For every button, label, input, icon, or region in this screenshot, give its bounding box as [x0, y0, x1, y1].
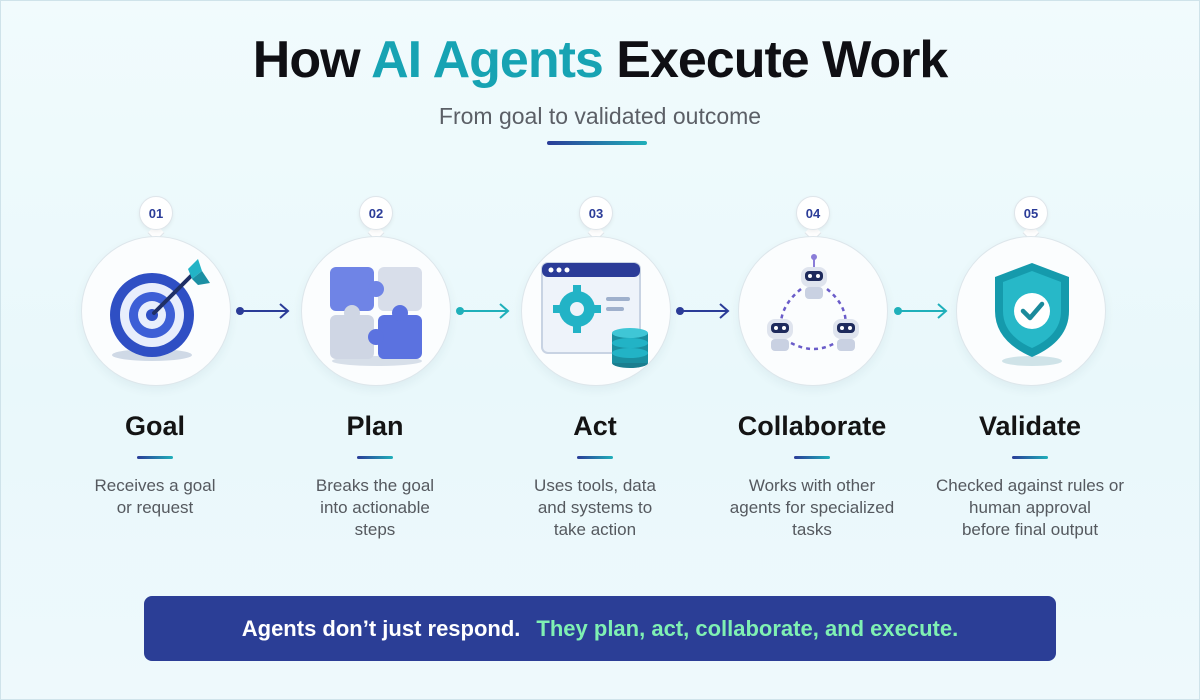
flow-arrow-icon: [236, 303, 290, 319]
desc-line: tasks: [792, 520, 832, 539]
step-title: Collaborate: [737, 411, 887, 441]
robots-network-icon: [767, 254, 859, 351]
desc-line: Breaks the goal: [315, 476, 435, 495]
desc-line: Works with other: [748, 476, 876, 495]
flow-arrow-icon: [676, 303, 730, 319]
title-underline: [547, 141, 647, 145]
step-description: Works with other agents for specialized …: [702, 475, 922, 541]
desc-line: or request: [116, 498, 194, 517]
step-goal: 01 Goal Receives a goal or request: [45, 0, 265, 560]
robot-left: [767, 319, 793, 351]
puzzle-icon: [330, 267, 422, 366]
step-title: Goal: [124, 411, 185, 441]
step-number-badge: 01: [139, 196, 173, 230]
step-description: Uses tools, data and systems to take act…: [485, 475, 705, 541]
step-underline: [577, 456, 613, 459]
step-plan: 02 Plan Breaks the goal into actionable …: [265, 0, 485, 560]
step-icon-circle: [521, 236, 671, 386]
step-underline: [137, 456, 173, 459]
step-description: Receives a goal or request: [45, 475, 265, 519]
step-description: Breaks the goal into actionable steps: [265, 475, 485, 541]
desc-line: agents for specialized: [729, 498, 895, 517]
desc-line: Checked against rules or: [935, 476, 1125, 495]
step-description: Checked against rules or human approval …: [920, 475, 1140, 541]
step-underline: [794, 456, 830, 459]
summary-banner: Agents don’t just respond. They plan, ac…: [144, 596, 1056, 661]
robot-right: [833, 319, 859, 351]
step-act: 03 Act Uses tools, data and systems to: [485, 0, 705, 560]
step-number-badge: 04: [796, 196, 830, 230]
step-title: Act: [573, 411, 617, 441]
title-prefix: How: [252, 31, 361, 89]
title-accent: AI Agents: [371, 31, 604, 89]
flow-arrow-icon: [894, 303, 948, 319]
step-icon-circle: [956, 236, 1106, 386]
desc-line: before final output: [961, 520, 1099, 539]
step-title: Validate: [978, 411, 1082, 441]
robot-top: [801, 254, 827, 299]
desc-line: into actionable: [320, 498, 430, 517]
desc-line: Receives a goal: [94, 476, 216, 495]
tools-gear-database-icon: [541, 262, 648, 368]
desc-line: human approval: [969, 498, 1091, 517]
step-validate: 05 Validate Checked against rules or hum…: [920, 0, 1140, 560]
step-title: Plan: [346, 411, 404, 441]
step-underline: [357, 456, 393, 459]
step-underline: [1012, 456, 1048, 459]
page-subtitle: From goal to validated outcome: [438, 103, 762, 129]
target-icon: [110, 259, 210, 361]
step-number-badge: 03: [579, 196, 613, 230]
flow-arrow-icon: [456, 303, 510, 319]
desc-line: and systems to: [537, 498, 653, 517]
desc-line: take action: [553, 520, 637, 539]
banner-highlight-text: They plan, act, collaborate, and execute…: [536, 615, 959, 641]
step-icon-circle: [301, 236, 451, 386]
shield-check-icon: [995, 263, 1069, 366]
banner-main-text: Agents don’t just respond.: [241, 615, 521, 641]
title-suffix: Execute Work: [616, 31, 948, 89]
desc-line: Uses tools, data: [534, 476, 656, 495]
desc-line: steps: [354, 520, 396, 539]
step-collaborate: 04: [702, 0, 922, 560]
step-number-badge: 02: [359, 196, 393, 230]
step-icon-circle: [81, 236, 231, 386]
page-title: How AI Agents Execute Work: [0, 30, 1200, 90]
step-icon-circle: [738, 236, 888, 386]
step-number-badge: 05: [1014, 196, 1048, 230]
